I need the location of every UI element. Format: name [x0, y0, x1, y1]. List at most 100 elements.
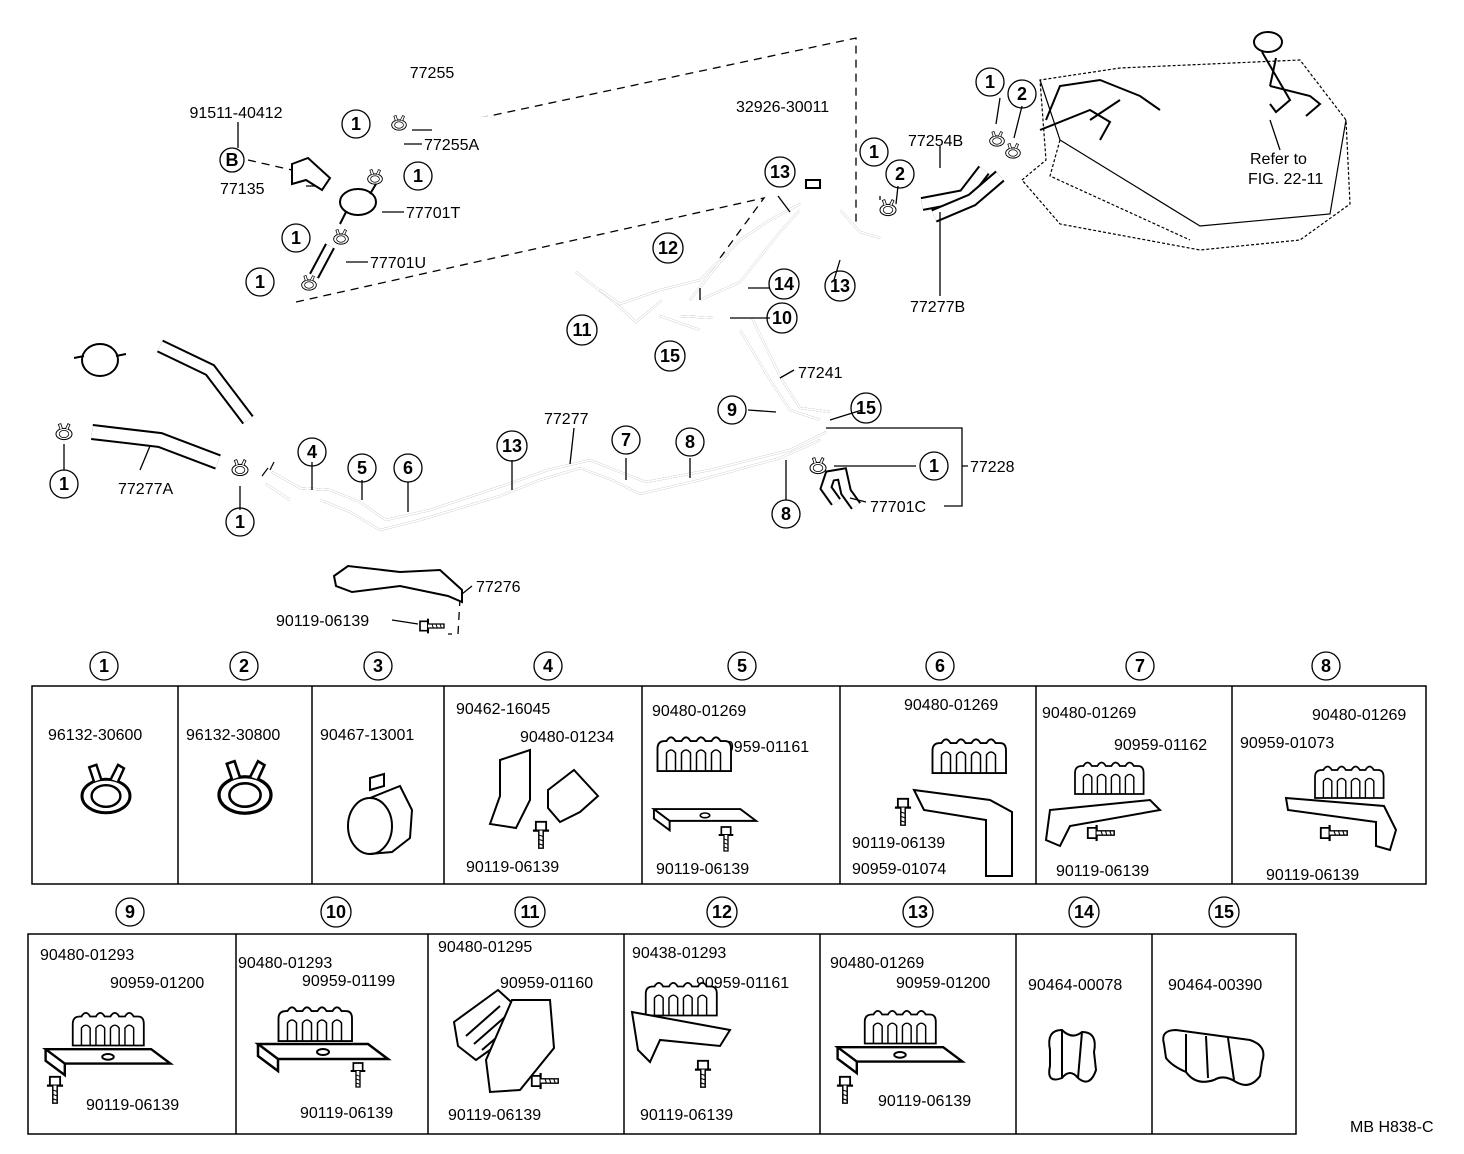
svg-text:9: 9	[125, 902, 135, 922]
part-label: 90119-06139	[86, 1097, 179, 1114]
label-77228: 77228	[970, 459, 1015, 476]
svg-text:7: 7	[1135, 656, 1145, 676]
bolt-icon	[1319, 823, 1349, 843]
svg-text:1: 1	[869, 142, 879, 162]
part-label: 90959-01073	[1240, 735, 1334, 752]
svg-text:13: 13	[908, 902, 928, 922]
label-77701t: 77701T	[406, 205, 460, 222]
part-label: 90119-06139	[878, 1093, 971, 1110]
label-77277a: 77277A	[118, 481, 173, 498]
label-77701u: 77701U	[370, 255, 426, 272]
clamp-icon	[333, 229, 349, 245]
pipe-assembly-77241	[575, 203, 881, 450]
svg-text:15: 15	[660, 346, 680, 366]
part-label: 90438-01293	[632, 945, 726, 962]
svg-text:2: 2	[239, 656, 249, 676]
callout-15: 15	[850, 392, 882, 424]
part-label: 90119-06139	[1266, 867, 1359, 884]
part-label: 90480-01269	[830, 955, 924, 972]
svg-text:13: 13	[502, 436, 522, 456]
part-label: 90959-01074	[852, 861, 946, 878]
svg-text:4: 4	[307, 442, 317, 462]
part-label: 90119-06139	[656, 861, 749, 878]
diagram-code: MB H838-C	[1350, 1119, 1434, 1136]
svg-text:1: 1	[99, 656, 109, 676]
canister-icon	[81, 343, 119, 377]
callout-14: 14	[768, 268, 800, 300]
bracket-icon	[630, 1010, 732, 1064]
callout-1: 1	[49, 469, 79, 499]
label-77277: 77277	[544, 411, 589, 428]
clamp-icon	[231, 459, 249, 477]
part-label: 90119-06139	[466, 859, 559, 876]
bracket-icon	[652, 807, 758, 832]
svg-text:4: 4	[543, 656, 553, 676]
part-label: 90464-00390	[1168, 977, 1262, 994]
part-label: 90480-01293	[40, 947, 134, 964]
svg-text:B: B	[226, 150, 239, 170]
clamp-icon	[55, 423, 73, 441]
part-label: 90480-01269	[1042, 705, 1136, 722]
svg-text:7: 7	[621, 430, 631, 450]
part-label: 96132-30800	[186, 727, 280, 744]
clip-icon	[931, 738, 1008, 775]
callout-7: 7	[611, 425, 641, 455]
pipe-assembly-77277	[261, 431, 827, 532]
svg-text:1: 1	[413, 166, 423, 186]
upper-exploded-view: 77255 77255A 91511-40412 77135 77701T 77…	[49, 31, 1351, 635]
refer-note-line2: FIG. 22-11	[1248, 171, 1323, 188]
label-91511-40412: 91511-40412	[189, 105, 282, 122]
label-90119-06139: 90119-06139	[276, 613, 369, 630]
callout-1: 1	[403, 161, 433, 191]
svg-text:15: 15	[856, 398, 876, 418]
part-label: 90480-01234	[520, 729, 614, 746]
fuel-filter-77277a-group	[55, 339, 254, 477]
leader-dashed-bracket	[448, 597, 461, 635]
svg-text:12: 12	[712, 902, 732, 922]
bracket-77276-icon	[332, 564, 463, 604]
svg-text:1: 1	[985, 72, 995, 92]
callout-11: 11	[566, 314, 598, 346]
callout-1: 1	[919, 451, 949, 481]
svg-text:1: 1	[59, 474, 69, 494]
clamp-icon	[809, 457, 827, 475]
cell-heading-11: 11	[514, 896, 546, 928]
refer-note-line1: Refer to	[1250, 151, 1307, 168]
part-label: 90462-16045	[456, 701, 550, 718]
part-label: 90959-01160	[500, 975, 593, 992]
label-77254b: 77254B	[908, 133, 963, 150]
callout-13: 13	[764, 156, 796, 188]
clamp-icon	[367, 169, 383, 185]
callout-2: 2	[885, 159, 915, 189]
callout-9: 9	[717, 395, 747, 425]
callout-1: 1	[859, 137, 889, 167]
cell-heading-1: 1	[89, 651, 119, 681]
svg-text:13: 13	[770, 162, 790, 182]
part-label: 90119-06139	[852, 835, 945, 852]
svg-text:6: 6	[935, 656, 945, 676]
part-label: 90119-06139	[300, 1105, 393, 1122]
svg-text:6: 6	[403, 458, 413, 478]
fuel-tank-outline	[1021, 31, 1351, 251]
clip-icon	[1073, 761, 1145, 796]
label-77241: 77241	[798, 365, 843, 382]
svg-text:1: 1	[235, 512, 245, 532]
part-label: 90467-13001	[320, 727, 414, 744]
detail-table-row-1: 1 2 3 4 5 6 7 8 96132-30600 96132-30800 …	[31, 651, 1427, 885]
svg-text:13: 13	[830, 276, 850, 296]
callout-1: 1	[281, 223, 311, 253]
svg-text:3: 3	[373, 656, 383, 676]
detail-table-row-2: 9 10 11 12 13 14 15 90480-01293 90959-01…	[27, 896, 1297, 1135]
clamp-icon	[1005, 143, 1021, 159]
bracket-icon	[44, 1047, 172, 1077]
part-label: 90480-01269	[1312, 707, 1406, 724]
bracket-icon	[1044, 798, 1163, 848]
bracket-icon	[1284, 796, 1398, 852]
svg-text:2: 2	[1017, 84, 1027, 104]
svg-text:14: 14	[1074, 902, 1094, 922]
svg-text:1: 1	[255, 272, 265, 292]
leader-dashed-upper	[479, 37, 857, 228]
bolt-icon	[717, 825, 735, 853]
label-77255a: 77255A	[424, 137, 479, 154]
bracket-icon	[488, 748, 531, 830]
